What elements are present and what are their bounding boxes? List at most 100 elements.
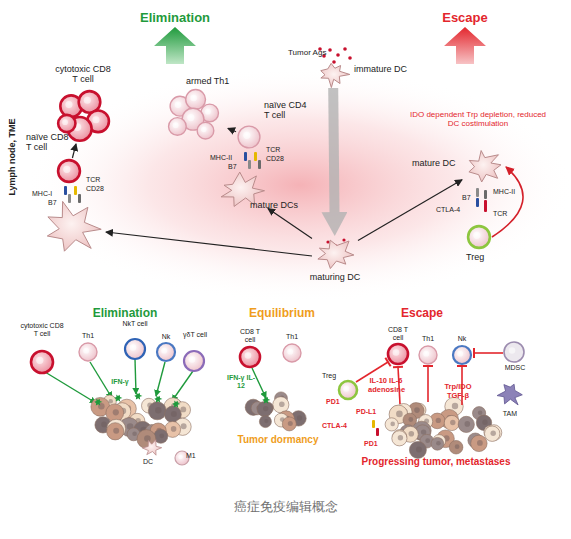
cytotoxic-t-cell	[240, 347, 260, 367]
text-label: PD-L1	[356, 408, 386, 416]
tumor-cell	[409, 441, 426, 458]
t-cell-cluster: armed Th1	[158, 88, 228, 140]
tumor-nucleus	[477, 440, 483, 446]
cytotoxic-t-cell-highlight	[393, 349, 400, 356]
gamma-delta-t-cell-highlight	[189, 356, 196, 363]
nk-cell-highlight	[457, 351, 463, 357]
figure-caption: 癌症免疫编辑概念	[0, 498, 571, 516]
text-label: Th1	[78, 332, 98, 340]
heading-label: Escape	[430, 10, 500, 25]
th1-cell	[79, 343, 97, 361]
receptor-symbol	[78, 194, 81, 203]
naive-t-cell-highlight	[243, 132, 250, 139]
receptor-symbol	[258, 160, 261, 169]
heading-label: Elimination	[80, 306, 170, 320]
tumor-antigen	[332, 60, 336, 64]
dendritic-cell-node: immature DC	[316, 60, 350, 88]
tumor-nucleus	[181, 423, 187, 429]
receptor-symbol	[74, 186, 77, 195]
treg-cell-highlight	[473, 232, 480, 239]
th1-cell-highlight	[175, 101, 182, 108]
receptor-symbol	[68, 194, 71, 203]
tumor-antigen	[326, 240, 329, 243]
tumor-nucleus	[414, 407, 420, 413]
naive-t-cell	[58, 160, 80, 182]
tumor-cell	[107, 423, 124, 440]
nk-cell-highlight	[161, 348, 167, 354]
text-label: Nk	[452, 335, 472, 343]
tumor-nucleus	[113, 428, 119, 434]
process-arrow	[268, 209, 312, 239]
dendritic-cell-node: mature DC	[462, 148, 506, 186]
nk-cell	[453, 346, 471, 364]
receptor-symbol	[244, 152, 247, 161]
text-label: MDSC	[500, 364, 530, 372]
tumor-nucleus	[132, 432, 137, 437]
tumor-cell	[471, 435, 487, 451]
text-label: PD1	[326, 398, 346, 406]
tumor-nucleus	[264, 419, 268, 423]
cytokine-burst	[154, 396, 162, 403]
th1-cell-highlight	[173, 122, 179, 128]
cell-shape	[236, 124, 262, 150]
process-arrow	[72, 144, 76, 158]
cytotoxic-t-cell-highlight	[36, 357, 43, 364]
th1-cell-highlight	[287, 349, 293, 355]
tumor-cell	[282, 417, 296, 431]
macrophage-tam	[497, 384, 522, 405]
activation-arrow	[156, 362, 165, 396]
treg-cell	[468, 226, 490, 248]
heading-label: Tumor dormancy	[228, 434, 328, 446]
cell-shape	[158, 88, 228, 140]
th1-cell-highlight	[83, 348, 89, 354]
text-label: TCR	[266, 146, 290, 154]
heading-label: Equilibrium	[240, 306, 324, 320]
receptor-symbol	[476, 188, 479, 197]
text-label: DC	[138, 458, 158, 466]
tumor-cell	[273, 397, 289, 413]
text-label: B7	[228, 163, 242, 171]
tumor-cell	[444, 415, 459, 430]
nkt-cell	[125, 339, 145, 359]
activation-arrow	[135, 359, 136, 394]
tumor-nucleus	[390, 422, 395, 427]
tumor-nucleus	[491, 431, 496, 436]
receptor-symbol	[254, 152, 257, 161]
text-label: CTLA-4	[322, 422, 352, 430]
node-label: cytotoxic CD8 T cell	[54, 64, 112, 84]
tumor-cell	[458, 416, 474, 432]
node-label: mature DCs	[250, 200, 310, 210]
tumor-nucleus	[171, 426, 177, 432]
th1-cell-highlight	[201, 127, 206, 132]
text-label: MHC-II	[210, 154, 242, 162]
text-label: IFN-γ IL-12	[226, 374, 256, 390]
tumor-nucleus	[155, 407, 161, 413]
cytotoxic-t-cell-highlight	[245, 352, 252, 359]
tumor-nucleus	[101, 422, 107, 428]
th1-cell-highlight	[190, 95, 197, 102]
node-label: immature DC	[354, 64, 424, 74]
dendritic-cell	[321, 63, 350, 87]
cytokine-burst	[94, 399, 102, 406]
cytokine-burst	[262, 397, 270, 404]
tumor-cell	[257, 402, 272, 417]
treg-cell-highlight	[343, 386, 349, 392]
tumor-nucleus	[482, 420, 487, 425]
tumor-nucleus	[113, 409, 119, 415]
th1-cell	[197, 122, 214, 139]
text-label: IDO dependent Trp depletion, reduced DC …	[408, 110, 548, 128]
inhibition-line	[474, 352, 503, 354]
text-label: CD28	[86, 185, 110, 193]
text-label: MHC-II	[493, 188, 527, 196]
th1-cell	[169, 118, 187, 136]
tumor-cell	[259, 416, 271, 428]
node-label: mature DC	[412, 158, 462, 168]
decoration-group	[31, 47, 524, 465]
dendritic-cell	[47, 201, 101, 251]
dendritic-cell-node: maturing DC	[312, 236, 358, 272]
tumor-nucleus	[452, 403, 458, 409]
node-label: maturing DC	[303, 272, 367, 282]
tumor-nucleus	[436, 418, 441, 423]
text-label: M1	[186, 452, 206, 460]
